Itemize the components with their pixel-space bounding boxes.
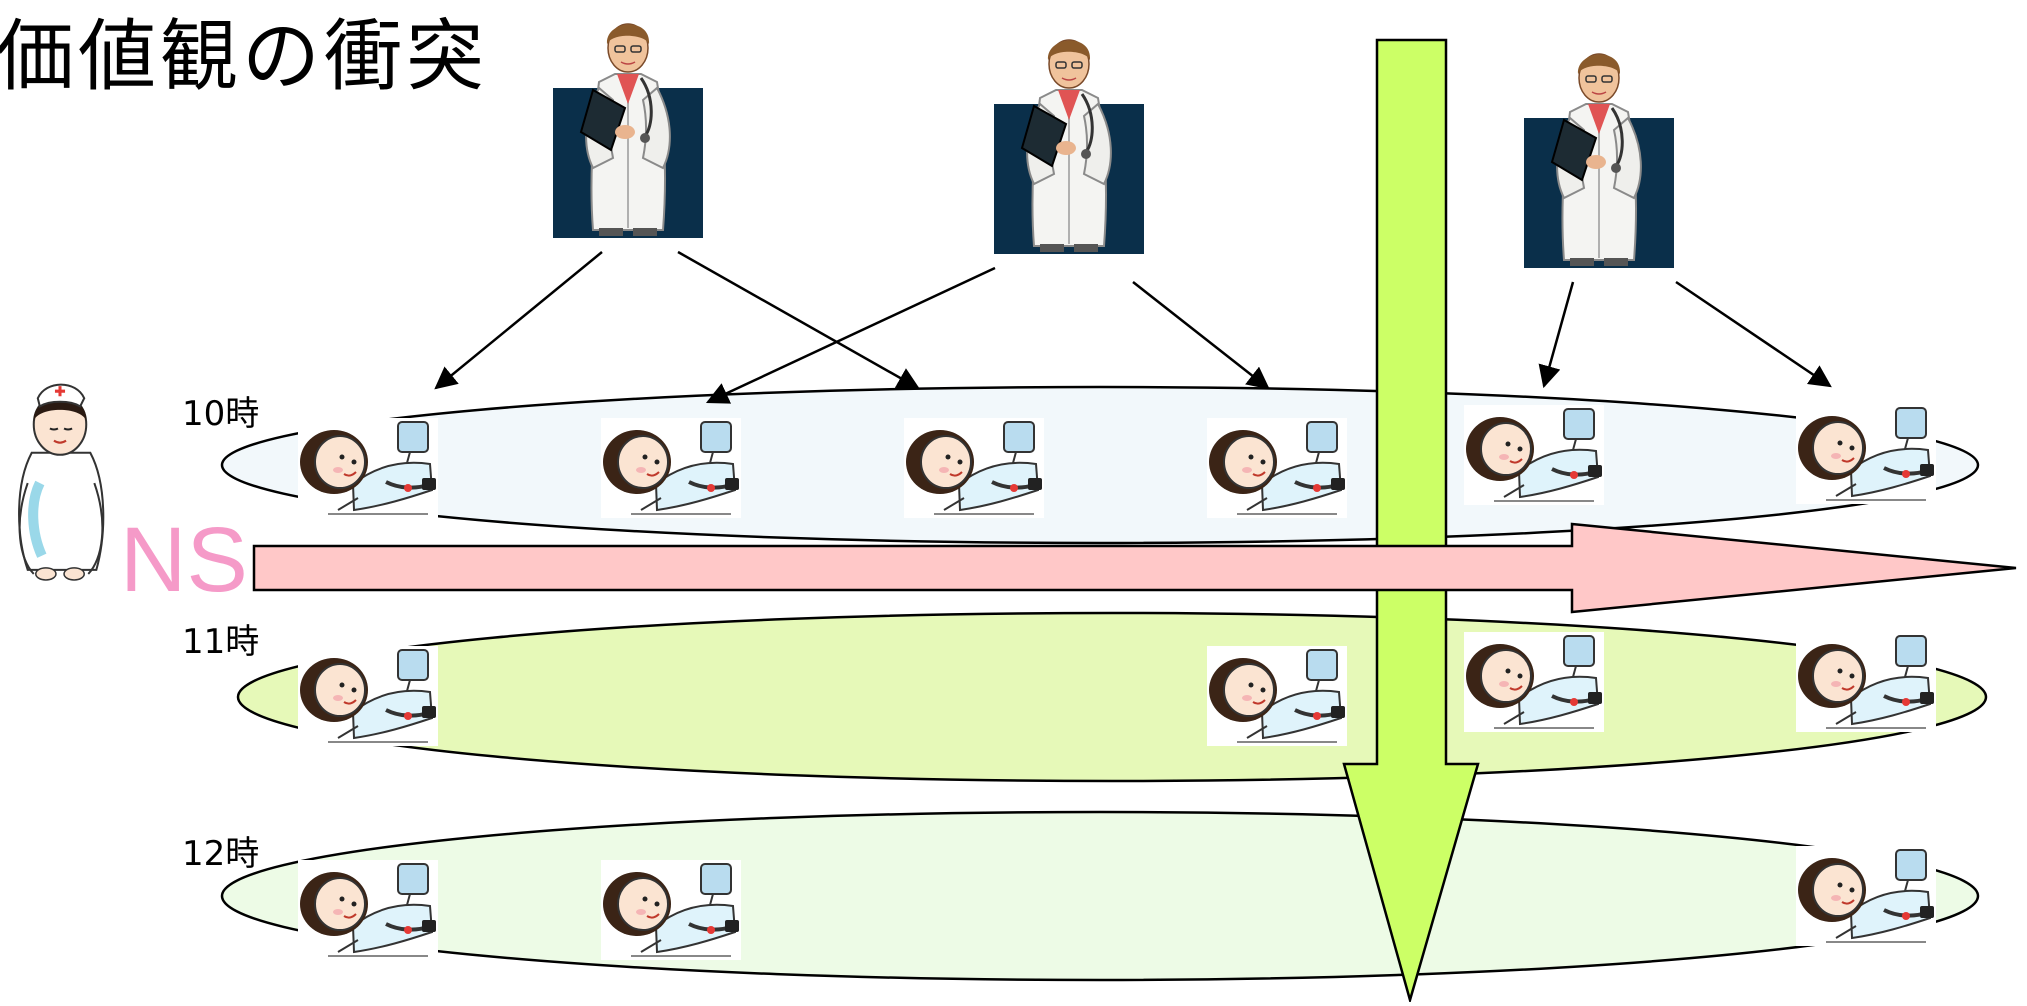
patient-in-bed-icon — [1796, 404, 1936, 504]
patient-in-bed-icon — [1796, 632, 1936, 732]
patient-in-bed-icon — [601, 418, 741, 518]
nurse-workflow-arrow — [252, 522, 2017, 614]
doctor-icon — [553, 22, 703, 238]
doctor-icon — [1524, 52, 1674, 268]
nurse-icon — [19, 385, 103, 580]
patient-in-bed-icon — [1207, 646, 1347, 746]
patient-in-bed-icon — [1464, 405, 1604, 505]
time-label-10: 10時 — [182, 394, 260, 434]
doctor-icon — [994, 38, 1144, 254]
time-label-11: 11時 — [182, 622, 260, 662]
page-title: 価値観の衝突 — [0, 12, 489, 102]
rounds-arrow — [1132, 281, 1270, 390]
patient-in-bed-icon — [904, 418, 1044, 518]
time-row-11-ellipse — [236, 611, 1988, 783]
patient-in-bed-icon — [298, 418, 438, 518]
patient-in-bed-icon — [298, 646, 438, 746]
patient-in-bed-icon — [601, 860, 741, 960]
rounds-arrow — [1675, 280, 1832, 388]
doctor-timeline-arrow — [1342, 38, 1480, 1005]
patient-in-bed-icon — [1464, 632, 1604, 732]
patient-in-bed-icon — [298, 860, 438, 960]
patient-in-bed-icon — [1207, 418, 1347, 518]
rounds-arrow — [677, 250, 920, 390]
time-row-10-ellipse — [220, 385, 1980, 545]
rounds-arrow — [434, 251, 603, 390]
time-row-12-ellipse — [220, 810, 1980, 982]
rounds-arrow — [1538, 281, 1575, 389]
time-label-12: 12時 — [182, 834, 260, 874]
nurse-station-label: NS — [120, 509, 248, 611]
rounds-arrow — [705, 266, 996, 404]
patient-in-bed-icon — [1796, 846, 1936, 946]
doctor-round-arrows — [434, 250, 1832, 404]
